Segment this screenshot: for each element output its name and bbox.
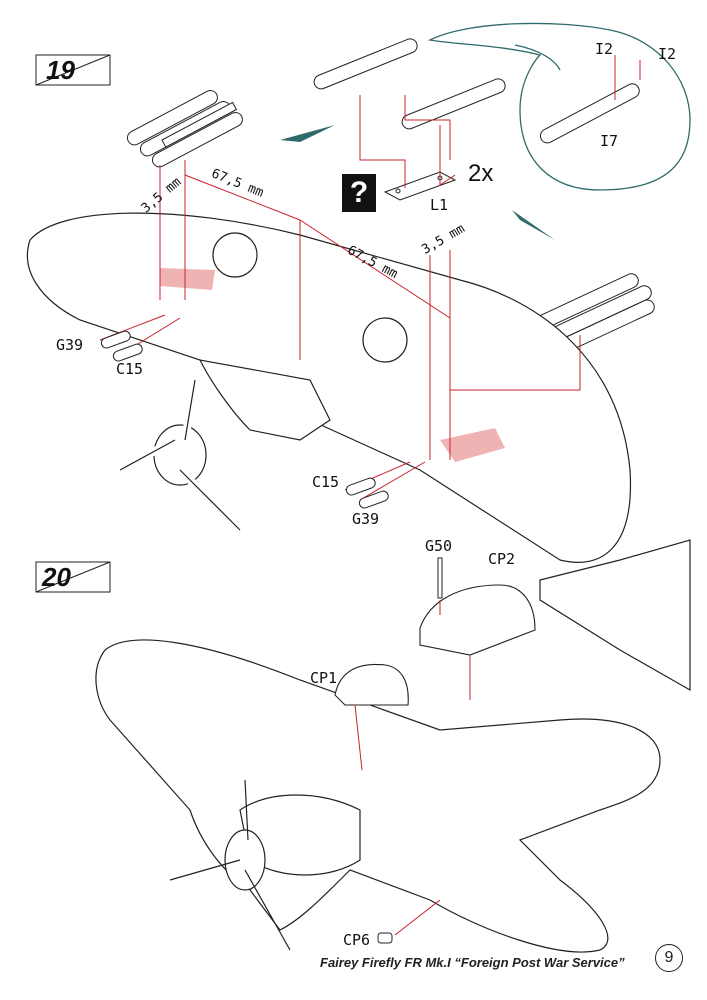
- guide-lines-20: [354, 600, 471, 936]
- label-c15-left: C15: [116, 360, 144, 378]
- label-cp2: CP2: [488, 550, 516, 568]
- detail-callout-bubble: [427, 22, 691, 191]
- quantity-2x: 2x: [468, 160, 494, 187]
- detail-callout-tail: [514, 44, 561, 71]
- footer-title: Fairey Firefly FR Mk.I “Foreign Post War…: [320, 955, 625, 970]
- part-g50: [437, 557, 443, 599]
- aircraft-20: [95, 539, 691, 953]
- label-g39-left: G39: [56, 336, 84, 354]
- aircraft-19: [26, 212, 632, 563]
- pointer-wedge-left: [280, 125, 335, 142]
- rocket-rack-top-left: [126, 90, 243, 168]
- label-i7: I7: [600, 132, 619, 150]
- step-20-box: [35, 561, 111, 593]
- parts-c15-g39-right: [345, 477, 389, 509]
- label-l1: L1: [430, 196, 449, 214]
- canopy-cp1: [334, 663, 409, 706]
- step-19-number: 19: [46, 55, 75, 85]
- highlight-area-right: [440, 428, 505, 462]
- canopy-cp2: [419, 584, 536, 656]
- rocket-top-center: [313, 38, 506, 130]
- question-mark-icon: ?: [342, 174, 376, 212]
- pointer-wedge-right: [512, 210, 555, 240]
- step-19-box: [35, 54, 111, 86]
- label-g39-right: G39: [352, 510, 380, 528]
- part-cp6: [377, 932, 393, 944]
- step-20-number: 20: [42, 562, 71, 592]
- label-cp6: CP6: [343, 931, 371, 949]
- parts-g39-c15-left: [100, 330, 143, 362]
- label-cp1: CP1: [310, 669, 338, 687]
- label-c15-right: C15: [312, 473, 340, 491]
- label-i2-left: I2: [595, 40, 614, 58]
- label-g50: G50: [425, 537, 453, 555]
- page-number: 9: [655, 944, 683, 972]
- label-i2-right: I2: [658, 45, 677, 63]
- rocket-detail: [539, 83, 640, 144]
- highlight-area-left: [160, 268, 215, 290]
